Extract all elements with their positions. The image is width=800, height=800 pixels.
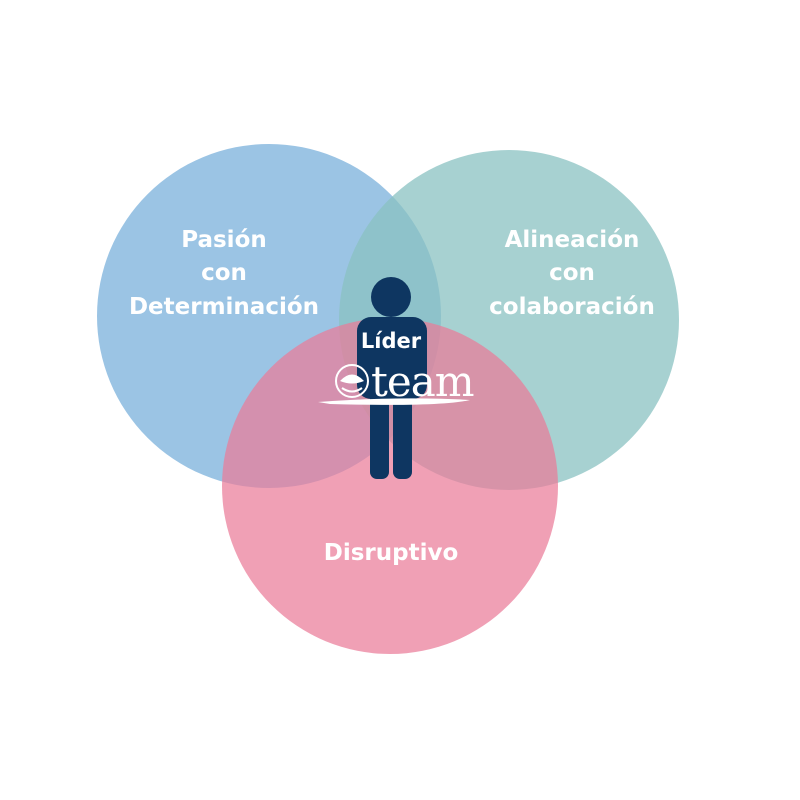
- team-logo: team: [318, 357, 475, 406]
- label-disruptivo: Disruptivo: [324, 540, 459, 566]
- label-alineacion-group: Alineación con colaboración: [489, 227, 655, 320]
- logo-team-text: team: [371, 357, 474, 406]
- circle-disruptivo: [222, 318, 558, 654]
- label-pasion-line1: Pasión: [181, 227, 267, 253]
- label-pasion-group: Pasión con Determinación: [129, 227, 319, 320]
- person-body: [357, 317, 427, 399]
- label-alineacion-line3: colaboración: [489, 294, 655, 320]
- person-right-leg: [393, 385, 412, 479]
- label-alineacion-line2: con: [549, 260, 595, 286]
- label-lider: Líder: [361, 329, 422, 353]
- venn-circles: [97, 144, 679, 654]
- label-alineacion-line1: Alineación: [505, 227, 640, 253]
- person-icon: [357, 277, 427, 479]
- circle-emblem-icon: [335, 364, 369, 398]
- logo-swoosh: [318, 398, 470, 405]
- person-head: [371, 277, 411, 317]
- label-pasion-line2: con: [201, 260, 247, 286]
- person-left-leg: [370, 385, 389, 479]
- label-pasion-line3: Determinación: [129, 294, 319, 320]
